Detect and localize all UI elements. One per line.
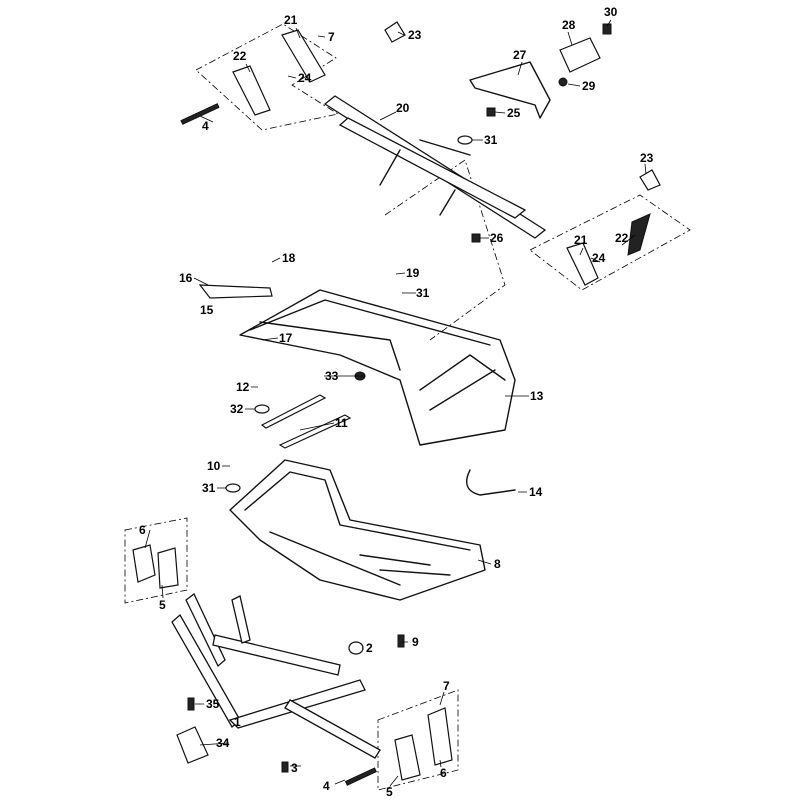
front-left-guard-box — [124, 517, 188, 604]
rear-bumper-part-20 — [323, 95, 547, 243]
callout-8: 8 — [494, 557, 501, 571]
bushing-2 — [348, 641, 364, 655]
bolt-25 — [486, 107, 496, 117]
callout-34: 34 — [216, 736, 230, 750]
callout-24: 24 — [592, 251, 606, 265]
callout-16: 16 — [179, 271, 193, 285]
callout-7: 7 — [443, 679, 450, 693]
callout-33: 33 — [325, 369, 339, 383]
callout-35: 35 — [206, 697, 220, 711]
washer-31 — [457, 135, 473, 145]
handle-15 — [198, 284, 273, 299]
callout-6: 6 — [440, 766, 447, 780]
callout-27: 27 — [513, 48, 527, 62]
subassembly-boxes — [124, 23, 691, 791]
tube-14 — [466, 469, 516, 496]
front-right-guard-box — [377, 689, 459, 791]
callout-20: 20 — [396, 101, 410, 115]
washer-31 — [225, 483, 241, 493]
bolt-3 — [281, 761, 289, 773]
plate-34 — [176, 726, 209, 764]
callout-4: 4 — [323, 779, 330, 793]
callout-10: 10 — [207, 459, 221, 473]
callout-3: 3 — [291, 761, 298, 775]
callout-labels: 21 7 23 22 24 4 20 25 31 28 30 27 29 23 … — [139, 5, 654, 799]
callout-25: 25 — [507, 106, 521, 120]
callout-26: 26 — [490, 231, 504, 245]
callout-1: 1 — [234, 715, 241, 729]
callout-31: 31 — [202, 481, 216, 495]
bolt-4 — [180, 103, 220, 125]
bolt-4 — [344, 767, 377, 786]
callout-2: 2 — [366, 641, 373, 655]
callout-7: 7 — [328, 30, 335, 44]
callout-23: 23 — [640, 151, 654, 165]
callout-19: 19 — [406, 266, 420, 280]
callout-31: 31 — [484, 133, 498, 147]
front-bumper-part-1 — [171, 593, 381, 786]
callout-30: 30 — [604, 5, 618, 19]
callout-4: 4 — [202, 119, 209, 133]
callout-5: 5 — [386, 785, 393, 799]
rear-frame-link — [384, 159, 506, 341]
callout-11: 11 — [335, 416, 348, 430]
callout-12: 12 — [236, 380, 250, 394]
callout-22: 22 — [233, 49, 247, 63]
callout-5: 5 — [159, 598, 166, 612]
callout-24: 24 — [298, 71, 312, 85]
rear-guards — [180, 21, 661, 286]
rear-left-guard-box — [195, 23, 340, 131]
bracket-27-and-box-28 — [469, 23, 612, 119]
bolt-30 — [602, 23, 612, 35]
callout-22: 22 — [615, 231, 629, 245]
washer-32 — [254, 404, 270, 414]
callout-6: 6 — [139, 523, 146, 537]
callout-17: 17 — [279, 331, 293, 345]
front-rack-part-8 — [225, 459, 486, 648]
nut-29 — [558, 77, 568, 87]
callout-28: 28 — [562, 18, 576, 32]
callout-13: 13 — [530, 389, 544, 403]
callout-18: 18 — [282, 251, 296, 265]
callout-32: 32 — [230, 402, 244, 416]
leader-lines — [144, 19, 647, 787]
callout-14: 14 — [529, 485, 543, 499]
callout-21: 21 — [284, 13, 298, 27]
callout-9: 9 — [412, 635, 419, 649]
front-guards — [132, 544, 453, 781]
callout-21: 21 — [574, 233, 588, 247]
rear-right-guard-box — [529, 194, 691, 291]
callout-23: 23 — [408, 28, 422, 42]
bolt-35 — [187, 697, 195, 711]
callout-31: 31 — [416, 286, 430, 300]
rear-rack-part-13 — [198, 284, 516, 446]
box-28 — [559, 37, 601, 73]
bolt-9 — [397, 634, 405, 648]
callout-15: 15 — [200, 303, 214, 317]
bolt-26 — [471, 233, 481, 243]
callout-29: 29 — [582, 79, 596, 93]
